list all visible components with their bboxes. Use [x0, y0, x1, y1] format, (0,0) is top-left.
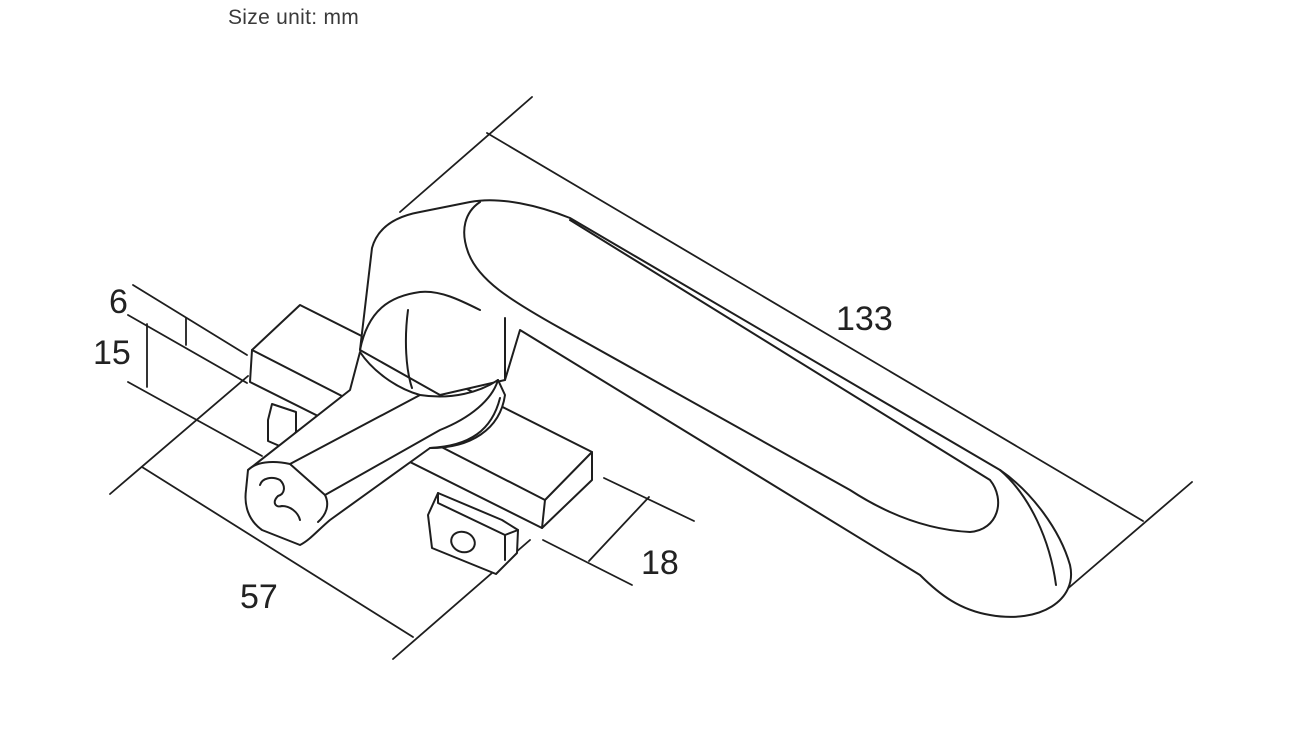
dim-133-ext-left: [399, 96, 533, 213]
mounting-lug: [427, 492, 519, 575]
spindle-edge-a: [289, 394, 421, 465]
lever-tip-edge: [999, 469, 1057, 586]
lever-inner-groove: [463, 201, 1000, 533]
dim-6-ext-mid: [127, 314, 248, 384]
spindle-edge-b: [324, 379, 499, 496]
lever-neck-curve: [404, 309, 413, 389]
lever-neck-left: [359, 290, 481, 351]
mounting-hole: [450, 530, 476, 554]
dim-label-18: 18: [641, 544, 679, 582]
dim-57-line: [141, 466, 414, 638]
dim-15-ext-bottom: [127, 381, 263, 457]
dim-18-ext-top: [603, 477, 695, 522]
dim-label-15: 15: [93, 334, 131, 372]
dim-label-6: 6: [109, 283, 128, 321]
dim-label-133: 133: [836, 300, 893, 338]
spindle-top-face: [247, 461, 329, 523]
mounting-lug-edge: [437, 492, 519, 561]
spindle-groove: [259, 476, 301, 521]
size-unit-note: Size unit: mm: [228, 6, 360, 29]
dim-18-line: [588, 496, 650, 562]
handle-lever: [359, 199, 1073, 618]
dim-label-57: 57: [240, 578, 278, 616]
dimension-18: [542, 477, 695, 586]
dimension-6-15: [127, 284, 263, 457]
dim-133-line: [486, 132, 1144, 522]
spindle-outer: [244, 351, 506, 546]
base-plate-front-edge: [541, 499, 546, 529]
dim-18-ext-bottom: [542, 539, 633, 586]
dim-133-ext-right: [1057, 481, 1193, 598]
spindle-body: [244, 351, 506, 546]
dimension-133: [399, 96, 1193, 598]
dim-57-ext-left: [109, 375, 249, 495]
spindle-collar: [429, 397, 501, 449]
mounting-lug-body: [427, 492, 519, 575]
dim-6-ext-top: [132, 284, 248, 356]
